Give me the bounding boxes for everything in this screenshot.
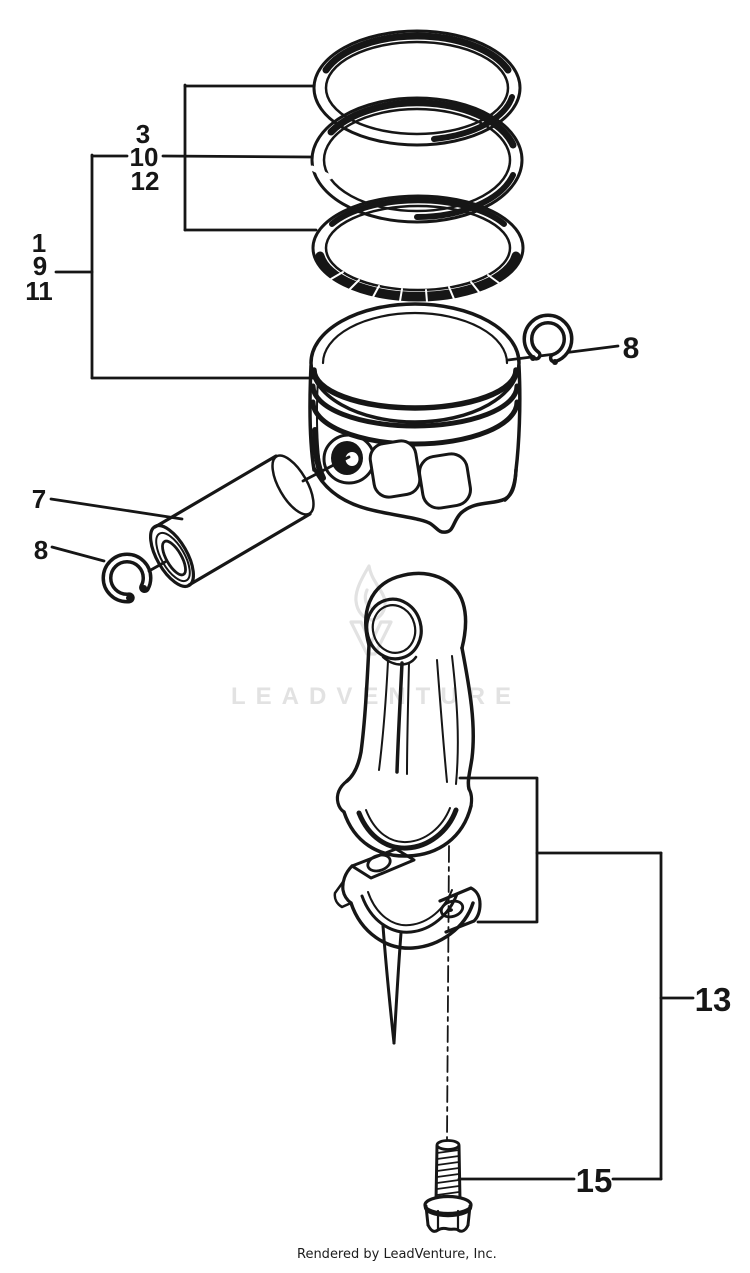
callout-label-9[interactable]: 9	[33, 251, 47, 281]
ring-groove-2	[310, 383, 520, 429]
skirt-window-left	[368, 439, 422, 499]
skirt-bottom-edge	[312, 466, 518, 534]
bracket-13	[458, 776, 539, 924]
callout-label-3[interactable]: 3	[136, 119, 150, 149]
footer-credit: Rendered by LeadVenture, Inc.	[297, 1247, 497, 1262]
rod-shank-right	[460, 646, 475, 791]
pin-circlip-right	[522, 313, 574, 365]
connecting-rod	[335, 571, 475, 858]
bolt-centerline	[446, 845, 450, 1141]
piston	[308, 302, 522, 534]
clip-to-pin-line	[147, 560, 167, 573]
bolt-head-bottom	[426, 1223, 470, 1233]
callout-label-8-left[interactable]: 8	[34, 535, 48, 565]
ring-gap	[309, 165, 333, 180]
piston-pin	[149, 454, 315, 588]
cap-bearing-shell	[360, 892, 459, 934]
callout-label-8-right[interactable]: 8	[623, 332, 640, 365]
watermark-text-group: LEADVENTURE	[231, 683, 521, 710]
callout-label-13[interactable]: 13	[695, 981, 732, 1018]
bolt-flange	[423, 1194, 473, 1216]
callout-label-11[interactable]: 11	[25, 276, 53, 306]
cap-bolt-hole-left	[366, 853, 392, 873]
callout-label-15[interactable]: 15	[576, 1162, 613, 1199]
ring-groove-3	[310, 399, 520, 447]
watermark-text: LEADVENTURE	[231, 683, 521, 710]
cap-boss-right	[438, 886, 482, 934]
rod-bearing-cap	[333, 847, 482, 1045]
callout-lines	[49, 83, 695, 1181]
oil-ring-slots	[330, 271, 500, 303]
skirt-window-right	[418, 452, 472, 510]
cap-boss-left	[350, 847, 416, 880]
pin-circlip-left	[101, 552, 153, 604]
rod-bearing-shell	[356, 807, 459, 851]
callout-label-12[interactable]: 12	[131, 166, 160, 196]
rod-big-end-left	[335, 779, 349, 814]
bolt-threads	[436, 1149, 460, 1196]
ring-groove-1	[311, 367, 519, 411]
callout-label-1[interactable]: 1	[32, 228, 46, 258]
cap-bolt-hole-right	[439, 899, 465, 919]
callout-label-7[interactable]: 7	[32, 484, 46, 514]
rod-shank-left	[345, 643, 371, 783]
piston-ring-oil	[311, 194, 525, 303]
callout-labels: 3 10 12 1 9 11 7 8 8 13 15	[25, 119, 731, 1199]
piston-ring-middle	[309, 96, 524, 224]
skirt-left-edge	[308, 364, 316, 472]
piston-ring-top	[312, 29, 522, 147]
flame-icon	[354, 564, 387, 622]
rod-bolt	[423, 1139, 473, 1233]
cap-outer-arc	[349, 901, 475, 950]
oil-dipper-spike	[381, 924, 396, 1045]
callout-label-10[interactable]: 10	[130, 142, 159, 172]
rod-small-end	[364, 571, 468, 650]
piston-crown	[309, 302, 521, 424]
pin-alignment-line	[301, 455, 351, 483]
